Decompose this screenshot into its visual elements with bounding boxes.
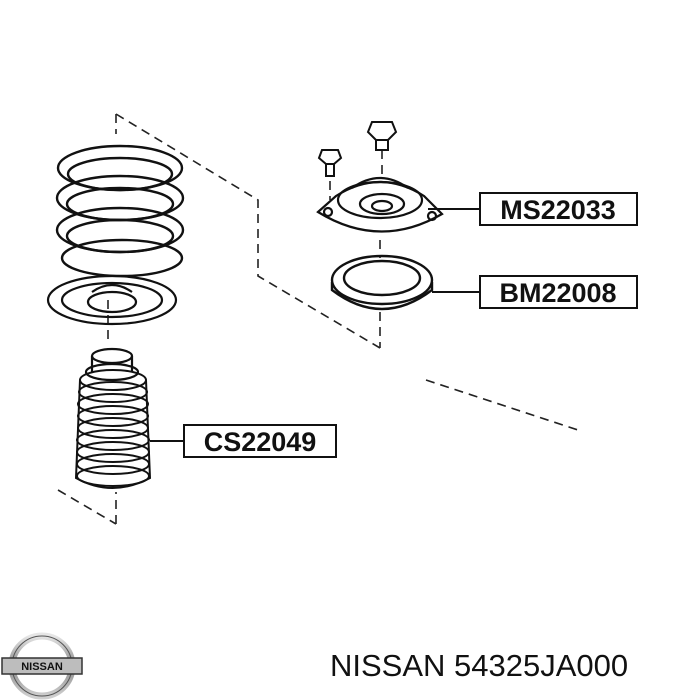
part-code-bearing: BM22008 bbox=[499, 278, 616, 308]
dust-boot bbox=[74, 369, 152, 489]
nissan-logo: NISSAN bbox=[1, 632, 83, 700]
part-label-mount: MS22033 bbox=[479, 192, 638, 226]
mount-bearing bbox=[330, 254, 434, 311]
strut-mount bbox=[316, 177, 444, 233]
logo-text: NISSAN bbox=[21, 661, 63, 673]
part-code-boot: CS22049 bbox=[204, 427, 317, 457]
part-label-boot: CS22049 bbox=[183, 424, 337, 458]
caption-brand: NISSAN bbox=[330, 648, 446, 683]
part-code-mount: MS22033 bbox=[500, 195, 616, 225]
mount-bolts bbox=[317, 121, 398, 177]
part-label-bearing: BM22008 bbox=[479, 275, 638, 309]
coil-spring bbox=[55, 144, 185, 278]
leader-lines bbox=[150, 208, 480, 442]
bump-stop bbox=[84, 347, 140, 382]
part-caption: NISSAN 54325JA000 bbox=[330, 645, 692, 687]
spring-seat-pad bbox=[46, 274, 178, 326]
caption-part-number: 54325JA000 bbox=[454, 648, 629, 683]
